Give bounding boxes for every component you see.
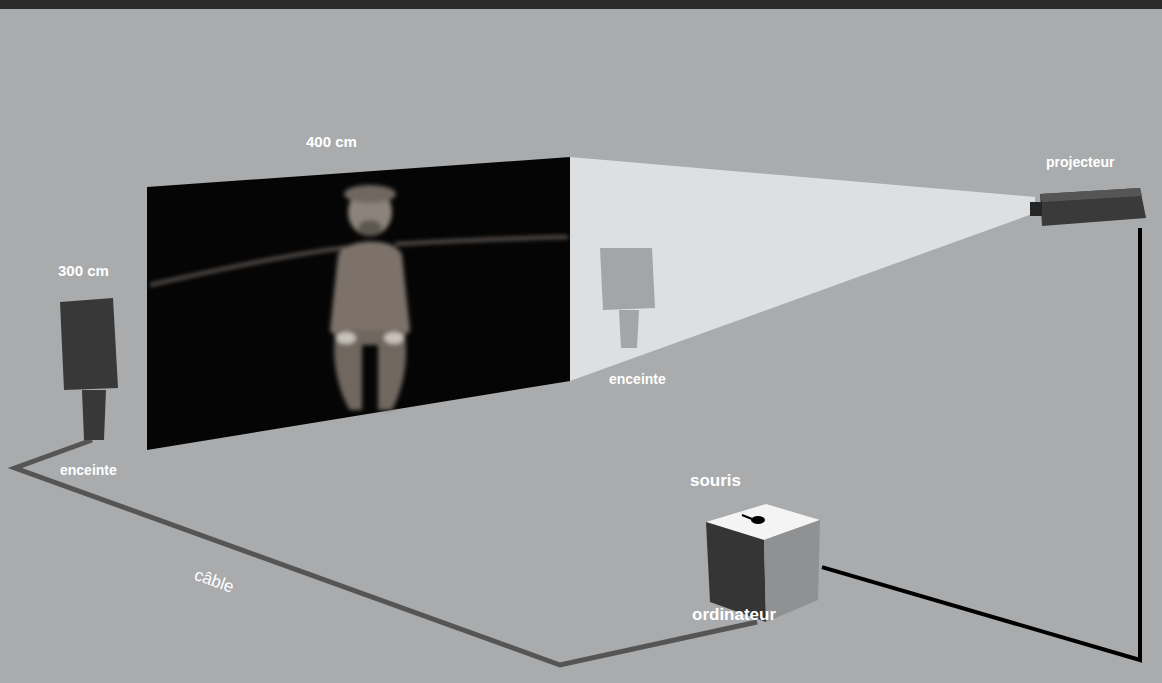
speaker-stand [82, 390, 106, 440]
light-beam [570, 157, 1035, 381]
equipment-label: enceinte [60, 463, 117, 477]
projector: projecteur [1030, 188, 1148, 228]
projection-screen [147, 157, 570, 450]
equipment-label: enceinte [609, 372, 666, 386]
speaker-stand [619, 310, 639, 348]
dimension-label: 300 cm [58, 263, 109, 278]
speaker-cabinet [60, 298, 118, 390]
projected-figure [150, 185, 568, 410]
node-outline [1030, 188, 1148, 228]
projector-lens [1030, 202, 1042, 216]
mouse-symbol [751, 516, 765, 524]
figure-body [330, 241, 410, 341]
mouse-cord [742, 515, 752, 519]
figure-legs [334, 330, 406, 410]
top-border [0, 0, 1162, 9]
figure-hand [336, 332, 356, 344]
computer-cube: sourisordinateur [704, 500, 822, 622]
node-outline [597, 248, 663, 348]
speaker-left: enceinte [58, 298, 120, 440]
speaker-cabinet [600, 248, 655, 310]
cable-connector [822, 228, 1140, 660]
equipment-label: souris [690, 472, 741, 489]
speaker-right: enceinte [597, 248, 663, 348]
equipment-label: ordinateur [692, 606, 776, 623]
figure-beard [358, 220, 382, 236]
equipment-label: projecteur [1046, 155, 1114, 169]
figure-hat [344, 185, 396, 203]
cable-label: câble [192, 566, 236, 596]
cable-connector [15, 440, 757, 665]
node-outline [704, 500, 822, 622]
figure-hand [384, 332, 404, 344]
projector-body [1040, 188, 1146, 226]
projector-top [1040, 188, 1142, 202]
dimension-label: 400 cm [306, 134, 357, 149]
node-outline [58, 298, 120, 440]
